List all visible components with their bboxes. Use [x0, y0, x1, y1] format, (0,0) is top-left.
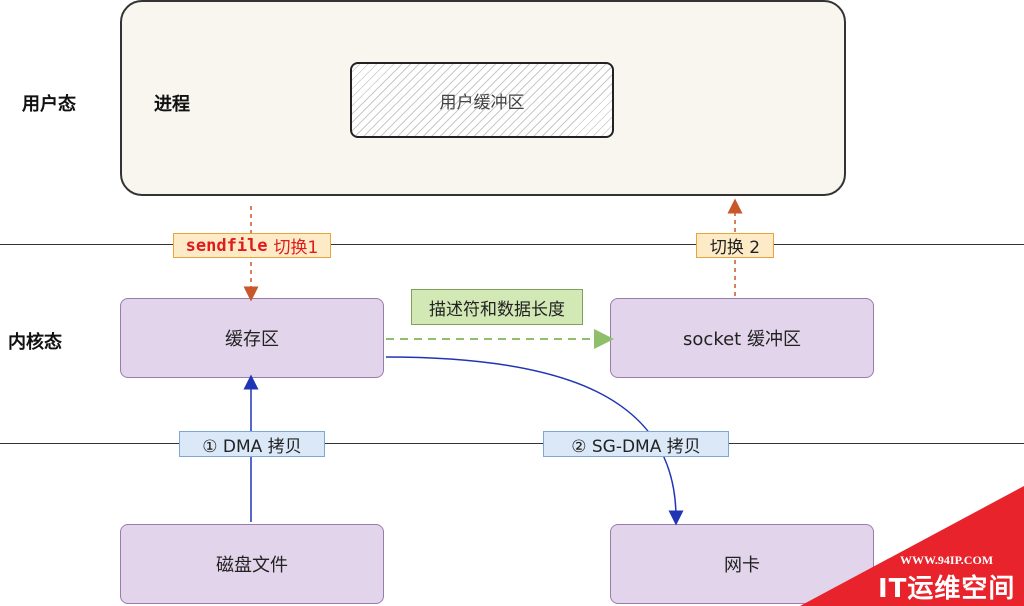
sendfile-func-label: sendfile	[185, 235, 268, 256]
switch1-tag: sendfile 切换1	[173, 233, 331, 258]
cache-buffer-label: 缓存区	[225, 329, 279, 350]
dma-copy-label: ① DMA 拷贝	[202, 436, 302, 457]
watermark-brand: IT运维空间	[878, 574, 1016, 604]
switch2-text: 切换 2	[709, 238, 761, 258]
descriptor-tag: 描述符和数据长度	[411, 289, 583, 325]
user-buffer-box: 用户缓冲区	[350, 62, 614, 138]
switch2-tag: 切换 2	[696, 233, 774, 258]
user-buffer-label: 用户缓冲区	[439, 92, 525, 113]
socket-buffer-label: socket 缓冲区	[683, 329, 801, 350]
user-kernel-divider	[0, 244, 1024, 245]
disk-file-label: 磁盘文件	[216, 555, 288, 576]
descriptor-label: 描述符和数据长度	[429, 299, 565, 320]
nic-label: 网卡	[724, 555, 760, 576]
socket-buffer-box: socket 缓冲区	[610, 298, 874, 378]
switch1-text: 切换1	[273, 238, 319, 258]
kernel-mode-label: 内核态	[8, 332, 62, 353]
cache-buffer-box: 缓存区	[120, 298, 384, 378]
kernel-hardware-divider	[0, 443, 1024, 444]
process-label: 进程	[154, 94, 190, 115]
sg-dma-copy-arrow	[385, 356, 684, 526]
dma-copy-tag: ① DMA 拷贝	[179, 431, 325, 457]
sg-dma-copy-label: ② SG-DMA 拷贝	[571, 436, 701, 457]
disk-file-box: 磁盘文件	[120, 524, 384, 604]
user-mode-label: 用户态	[22, 94, 76, 115]
watermark-url: WWW.94IP.COM	[900, 553, 994, 567]
sg-dma-copy-tag: ② SG-DMA 拷贝	[543, 431, 729, 457]
